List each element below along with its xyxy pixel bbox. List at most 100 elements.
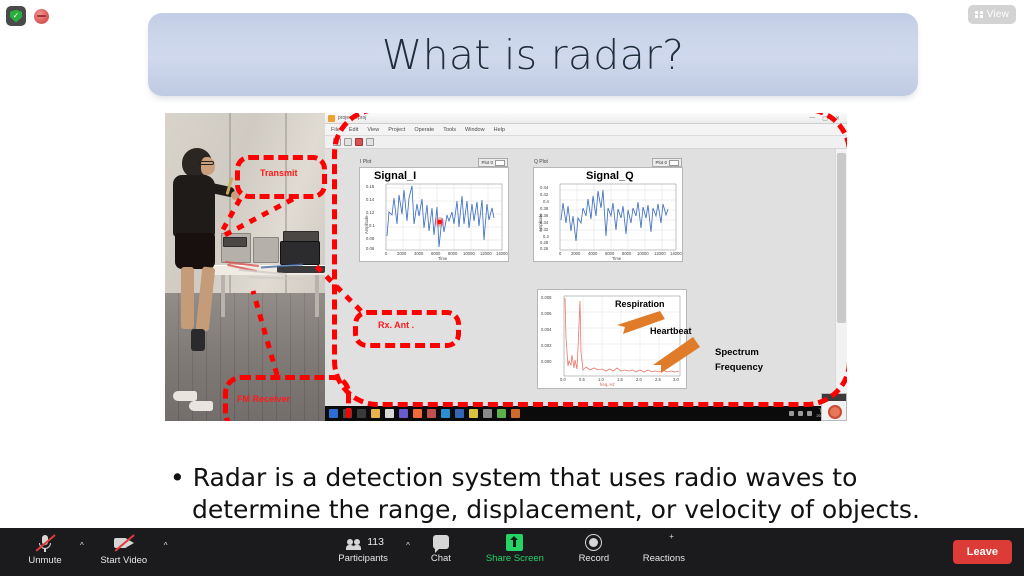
tray-network-icon[interactable] [789,411,795,416]
taskbar-matlab-icon[interactable] [469,409,478,418]
taskbar-calculator-icon[interactable] [385,409,394,418]
taskbar-app-icon[interactable] [399,409,408,418]
yt-s-4: 0.000 [541,359,552,364]
audio-options-caret[interactable]: ^ [80,541,84,550]
xt-i-1: 2000 [397,251,407,256]
slide-body-text: • Radar is a detection system that uses … [170,462,930,526]
share-screen-button-label: Share Screen [485,553,544,564]
taskbar-explorer-icon[interactable] [371,409,380,418]
xt-i-2: 4000 [414,251,424,256]
taskbar-labview-icon[interactable] [483,409,492,418]
annotation-outline-fm-receiver [223,375,351,421]
arrow-heartbeat-icon [653,337,700,373]
taskbar-pdf-icon[interactable] [427,409,436,418]
chart-signal-i-legend-label: Plot 0 [481,160,493,165]
legend-swatch-icon [669,159,679,166]
chat-button[interactable]: Chat [416,528,466,576]
windows-taskbar[interactable]: 下午 05 2019/5/2 [325,406,835,421]
leave-button[interactable]: Leave [952,540,1012,564]
record-button[interactable]: Record [564,528,624,576]
taskbar-powerpoint-icon[interactable] [511,409,520,418]
floating-record-button-icon[interactable] [828,405,842,419]
xt-s-3: 1.5 [617,377,623,382]
tray-battery-icon[interactable] [807,411,813,416]
spectrum-caption-line1: Spectrum [715,347,759,358]
record-button-label: Record [578,553,610,564]
chart-spectrum-xlabel: freq, Hz [600,382,615,387]
spectrum-caption-line2: Frequency [715,362,764,373]
yt-i-2: 0.12 [366,210,375,215]
annotation-respiration: Respiration [615,299,665,309]
zoom-toolbar: Unmute ^ Start Video ^ 113 Participants … [0,528,1024,576]
microphone-muted-icon [35,533,56,553]
menu-project[interactable]: Project [388,126,406,133]
xt-q-6: 12000 [654,251,666,256]
recording-indicator-icon[interactable] [34,8,49,24]
menu-help[interactable]: Help [493,126,505,133]
view-button-label: View [986,9,1009,20]
yt-q-9: 0.26 [540,246,549,251]
chat-button-label: Chat [430,553,451,564]
yt-q-6: 0.32 [540,227,549,232]
menu-tools[interactable]: Tools [443,126,457,133]
yt-s-1: 0.006 [541,311,552,316]
reactions-button[interactable]: + Reactions [630,528,698,576]
taskbar-excel-icon[interactable] [497,409,506,418]
participants-button[interactable]: 113 Participants [326,528,400,576]
menu-operate[interactable]: Operate [414,126,435,133]
tray-volume-icon[interactable] [798,411,804,416]
chart-signal-i-legend[interactable]: Plot 0 [478,158,508,167]
xt-q-7: 14000 [670,251,682,256]
video-options-caret[interactable]: ^ [163,541,168,550]
xt-s-4: 2.0 [636,377,642,382]
yt-s-2: 0.004 [541,327,552,332]
yt-q-1: 0.42 [540,192,549,197]
yt-i-1: 0.14 [366,197,375,202]
xt-i-7: 14000 [496,251,508,256]
xt-q-3: 6000 [605,251,615,256]
labview-vertical-scrollbar[interactable] [835,149,847,421]
menu-file[interactable]: File [331,126,340,133]
leave-button-label: Leave [966,546,998,558]
share-screen-button[interactable]: Share Screen [472,528,558,576]
grid-icon [975,10,983,19]
shield-check-icon[interactable]: ✓ [6,6,26,26]
xt-s-5: 2.5 [655,377,661,382]
chart-signal-q-legend[interactable]: Plot 0 [652,158,682,167]
floating-widget-titlebar [822,394,846,401]
chart-signal-i: I Plot Plot 0 Signal_I [359,158,509,262]
taskbar-taskview-icon[interactable] [357,409,366,418]
bullet-line-1: • Radar is a detection system that uses … [170,463,858,492]
xt-i-6: 12000 [480,251,492,256]
labview-front-panel: I Plot Plot 0 Signal_I [325,149,835,421]
yt-i-0: 0.16 [366,184,375,189]
xt-s-6: 3.0 [673,377,679,382]
video-off-icon [113,533,135,553]
slide-figure: project.lvproj — ▢ ✕ File Edit View Proj… [165,113,847,421]
video-button-label: Start Video [100,555,148,566]
chart-signal-i-canvas [385,183,503,251]
slide-title-band: What is radar? [148,13,918,96]
participants-icon [342,535,364,550]
chart-spectrum: 0.008 0.006 0.004 0.002 0.000 0.0 0.5 1.… [537,289,687,389]
view-button[interactable]: View [968,5,1016,24]
reactions-button-label: Reactions [642,553,685,564]
chart-signal-i-legend-header: I Plot [360,159,372,165]
xt-i-0: 0 [385,251,388,256]
chart-signal-q-xlabel: Time [612,256,622,261]
taskbar-chrome-icon[interactable] [413,409,422,418]
mute-button[interactable]: Unmute [14,528,76,566]
xt-q-1: 2000 [571,251,581,256]
chart-spectrum-canvas [563,295,681,377]
yt-s-3: 0.002 [541,343,552,348]
yt-q-0: 0.44 [540,185,549,190]
participants-caret[interactable]: ^ [406,541,410,550]
taskbar-outlook-icon[interactable] [455,409,464,418]
video-button[interactable]: Start Video [88,528,160,566]
label-fm-receiver: FM Receiver [237,394,291,404]
taskbar-word-icon[interactable] [441,409,450,418]
menu-window[interactable]: Window [465,126,485,133]
chart-signal-i-xlabel: Time [438,256,448,261]
labview-app-icon [328,114,335,122]
bullet-line-2: determine the range, displacement, or ve… [192,494,920,524]
